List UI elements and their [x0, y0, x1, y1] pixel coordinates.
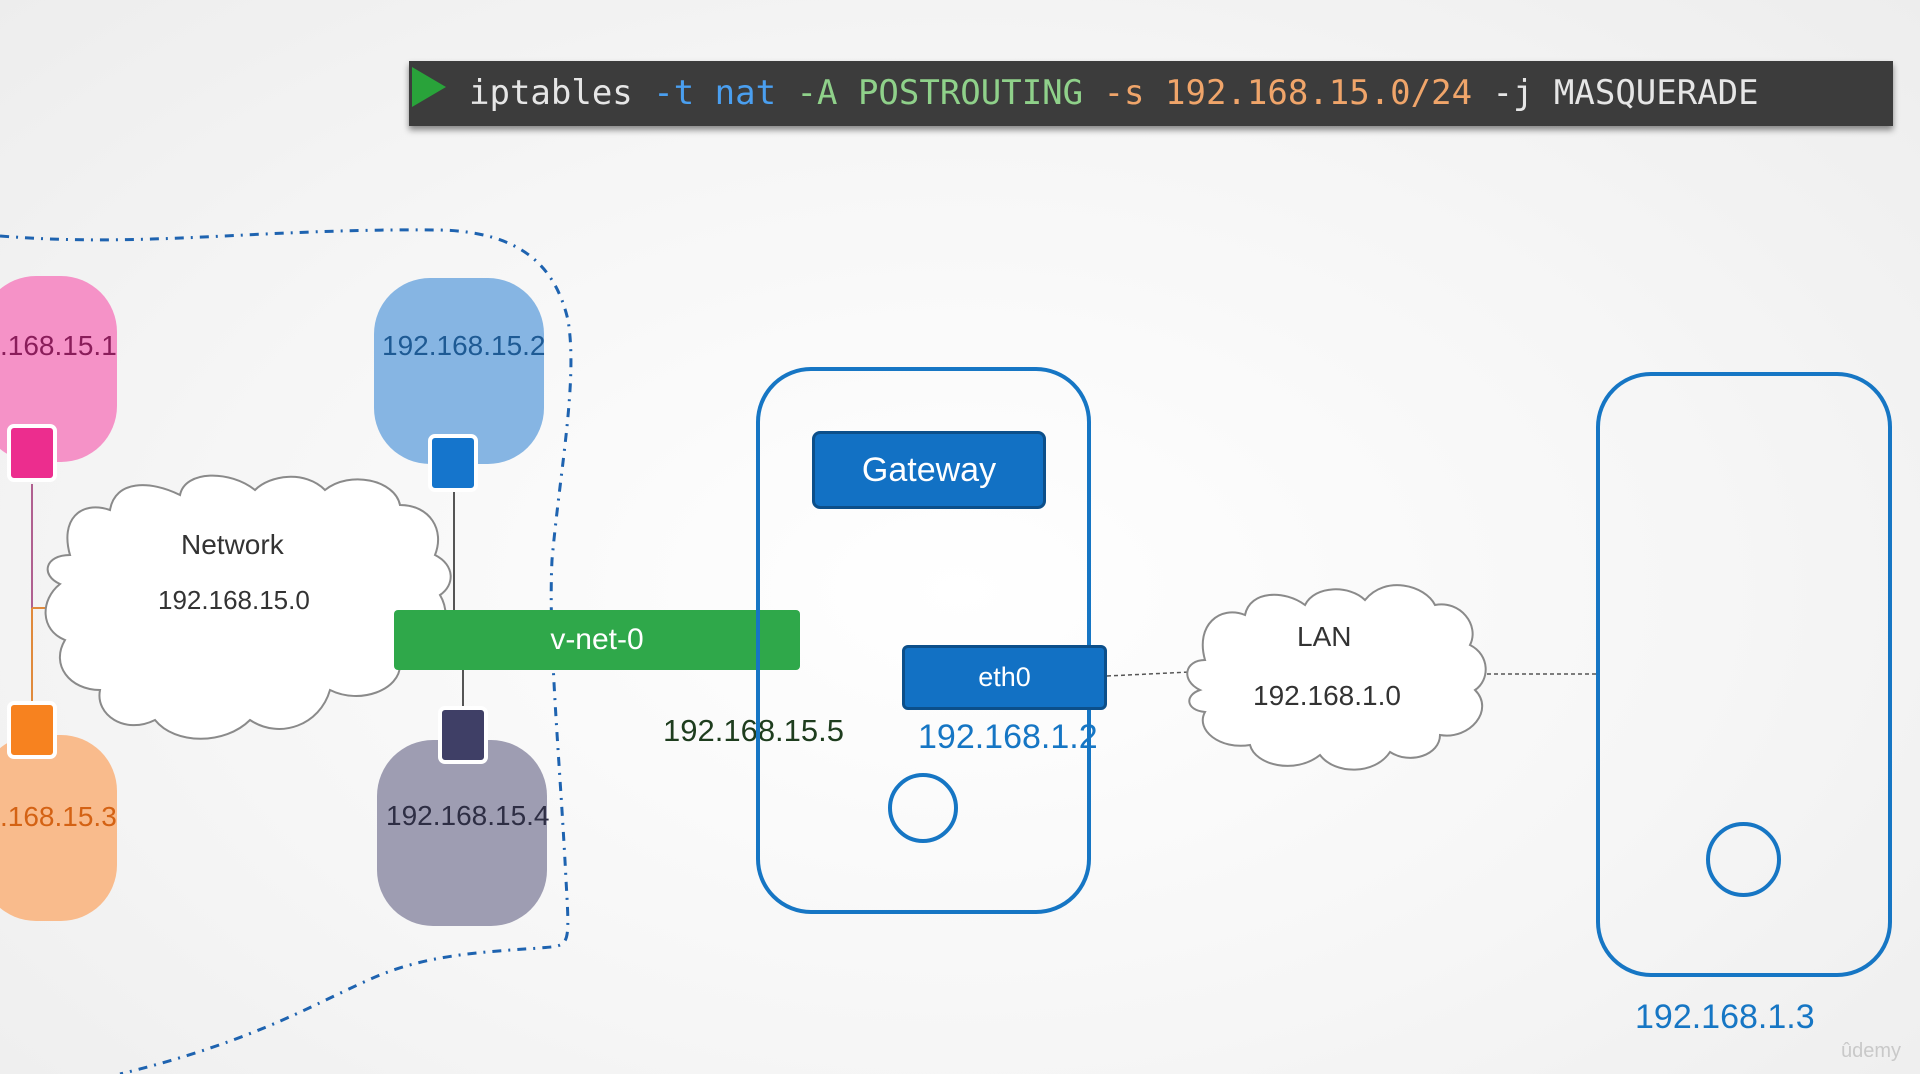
pod-1-port — [7, 424, 57, 482]
lan-cloud-shape — [1186, 584, 1487, 771]
cmd-part-target: -j MASQUERADE — [1492, 73, 1759, 113]
bridge-ip: 192.168.15.5 — [663, 713, 845, 748]
pod-3-port — [7, 701, 57, 759]
pod-1-ip: .168.15.1 — [0, 330, 117, 361]
udemy-watermark: ûdemy — [1841, 1040, 1902, 1062]
v-net-0-bridge: v-net-0 — [394, 610, 800, 670]
network-cloud-name: Network — [181, 529, 284, 560]
cmd-part-chain: -A POSTROUTING — [796, 73, 1104, 113]
remote-host-ip: 192.168.1.3 — [1635, 998, 1815, 1036]
gateway-label: Gateway — [812, 431, 1046, 509]
pod-4 — [377, 740, 547, 926]
lan-cloud-subnet: 192.168.1.0 — [1253, 680, 1401, 711]
remote-host-button-icon — [1706, 822, 1781, 897]
pod-2 — [374, 278, 544, 464]
gateway-eth0-ip: 192.168.1.2 — [918, 718, 1098, 756]
cmd-part-source-cidr: 192.168.15.0/24 — [1165, 73, 1493, 113]
link-eth0-lan — [1106, 671, 1191, 677]
cmd-part-binary: iptables — [469, 73, 654, 113]
iptables-command: iptables -t nat -A POSTROUTING -s 192.16… — [469, 61, 1759, 126]
remote-host — [1596, 372, 1892, 977]
lan-cloud-name: LAN — [1297, 621, 1352, 652]
pod-2-ip: 192.168.15.2 — [382, 330, 546, 361]
gateway-host-button-icon — [888, 773, 958, 843]
pod-2-port — [428, 434, 478, 492]
pod-4-port — [438, 706, 488, 764]
pod-3-ip: .168.15.3 — [0, 801, 117, 832]
play-prompt-icon — [412, 67, 446, 107]
network-cloud-shape — [44, 474, 452, 740]
eth0-interface: eth0 — [902, 645, 1107, 710]
pod-4-ip: 192.168.15.4 — [386, 800, 550, 831]
gateway-host — [756, 367, 1091, 914]
command-bar: iptables -t nat -A POSTROUTING -s 192.16… — [409, 61, 1893, 126]
cmd-part-source-flag: -s — [1103, 73, 1165, 113]
cmd-part-table: -t nat — [653, 73, 797, 113]
network-cloud-subnet: 192.168.15.0 — [158, 585, 310, 615]
pod-3 — [0, 735, 117, 921]
